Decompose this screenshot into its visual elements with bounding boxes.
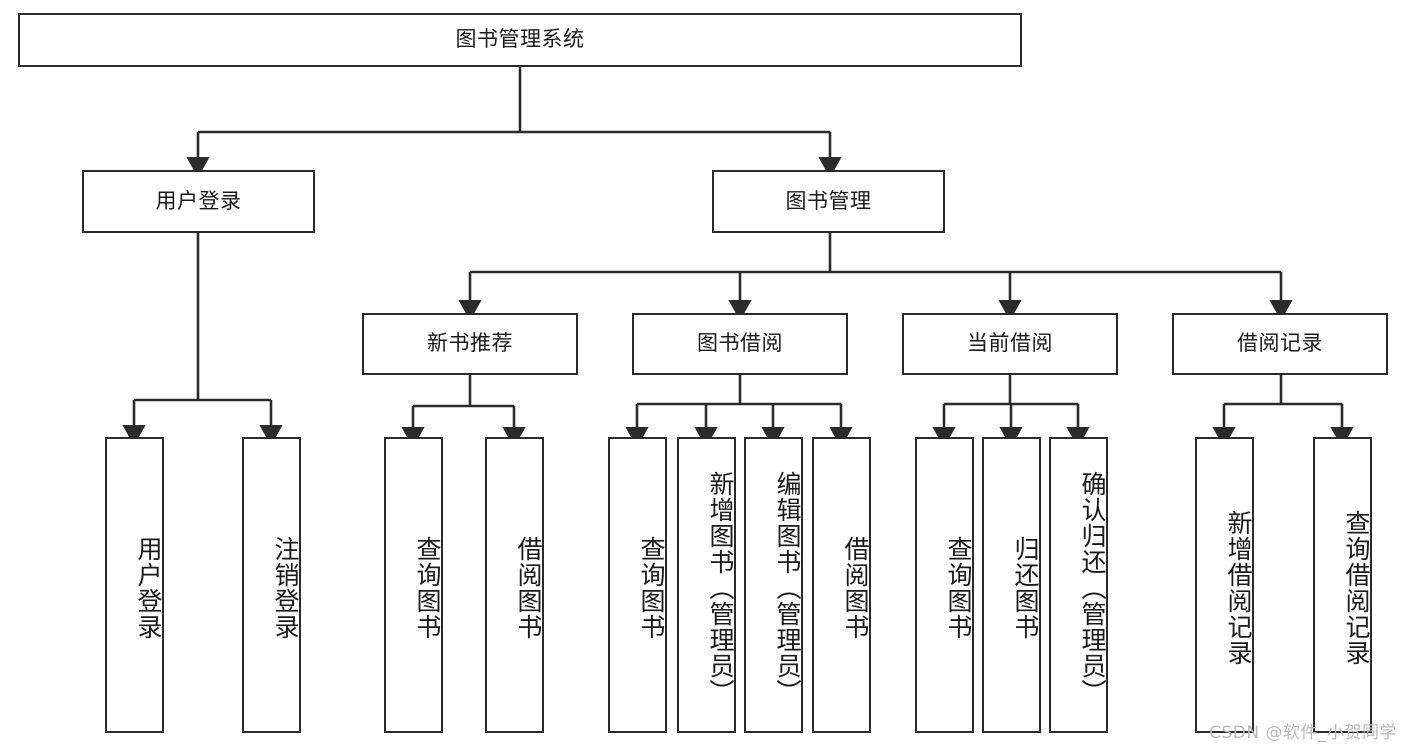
leaf-new-book-query[interactable]: 查询图书 <box>384 437 443 733</box>
leaf-label: 注销登录 <box>271 536 300 640</box>
node-borrow-record-label: 借阅记录 <box>1237 331 1323 356</box>
leaf-label: 查询图书 <box>637 536 666 640</box>
leaf-user-login-signout[interactable]: 注销登录 <box>242 437 301 733</box>
leaf-book-borrow-add[interactable]: 新增图书（管理员） <box>677 437 736 733</box>
leaf-label: 编辑图书（管理员） <box>773 471 802 705</box>
leaf-label: 新增图书（管理员） <box>706 471 735 705</box>
node-borrow-record[interactable]: 借阅记录 <box>1172 313 1388 375</box>
leaf-label: 确认归还（管理员） <box>1078 471 1107 705</box>
leaf-label: 用户登录 <box>134 536 163 640</box>
node-user-login-label: 用户登录 <box>155 188 242 213</box>
leaf-current-borrow-confirm-return[interactable]: 确认归还（管理员） <box>1049 437 1108 733</box>
node-root-label: 图书管理系统 <box>455 27 585 52</box>
leaf-label: 借阅图书 <box>841 536 870 640</box>
leaf-label: 查询图书 <box>944 536 973 640</box>
node-current-borrow[interactable]: 当前借阅 <box>902 313 1118 375</box>
node-new-book-recommend-label: 新书推荐 <box>427 331 513 356</box>
node-root[interactable]: 图书管理系统 <box>18 13 1022 67</box>
node-book-borrow-label: 图书借阅 <box>697 331 783 356</box>
leaf-label: 新增借阅记录 <box>1224 510 1253 666</box>
leaf-current-borrow-query[interactable]: 查询图书 <box>915 437 974 733</box>
leaf-borrow-record-query[interactable]: 查询借阅记录 <box>1313 437 1372 733</box>
leaf-label: 借阅图书 <box>514 536 543 640</box>
leaf-label: 查询借阅记录 <box>1342 510 1371 666</box>
leaf-book-borrow-query[interactable]: 查询图书 <box>608 437 667 733</box>
watermark: CSDN @软件_小贺同学 <box>1209 723 1397 743</box>
node-book-borrow[interactable]: 图书借阅 <box>632 313 848 375</box>
node-user-login[interactable]: 用户登录 <box>82 170 315 233</box>
leaf-borrow-record-add[interactable]: 新增借阅记录 <box>1195 437 1254 733</box>
leaf-current-borrow-return[interactable]: 归还图书 <box>982 437 1041 733</box>
leaf-book-borrow-edit[interactable]: 编辑图书（管理员） <box>744 437 803 733</box>
leaf-new-book-borrow[interactable]: 借阅图书 <box>485 437 544 733</box>
node-current-borrow-label: 当前借阅 <box>967 331 1053 356</box>
node-new-book-recommend[interactable]: 新书推荐 <box>362 313 578 375</box>
node-book-management[interactable]: 图书管理 <box>712 170 945 233</box>
leaf-book-borrow-borrow[interactable]: 借阅图书 <box>812 437 871 733</box>
leaf-user-login-signin[interactable]: 用户登录 <box>105 437 164 733</box>
leaf-label: 查询图书 <box>413 536 442 640</box>
node-book-management-label: 图书管理 <box>785 188 872 213</box>
leaf-label: 归还图书 <box>1011 536 1040 640</box>
